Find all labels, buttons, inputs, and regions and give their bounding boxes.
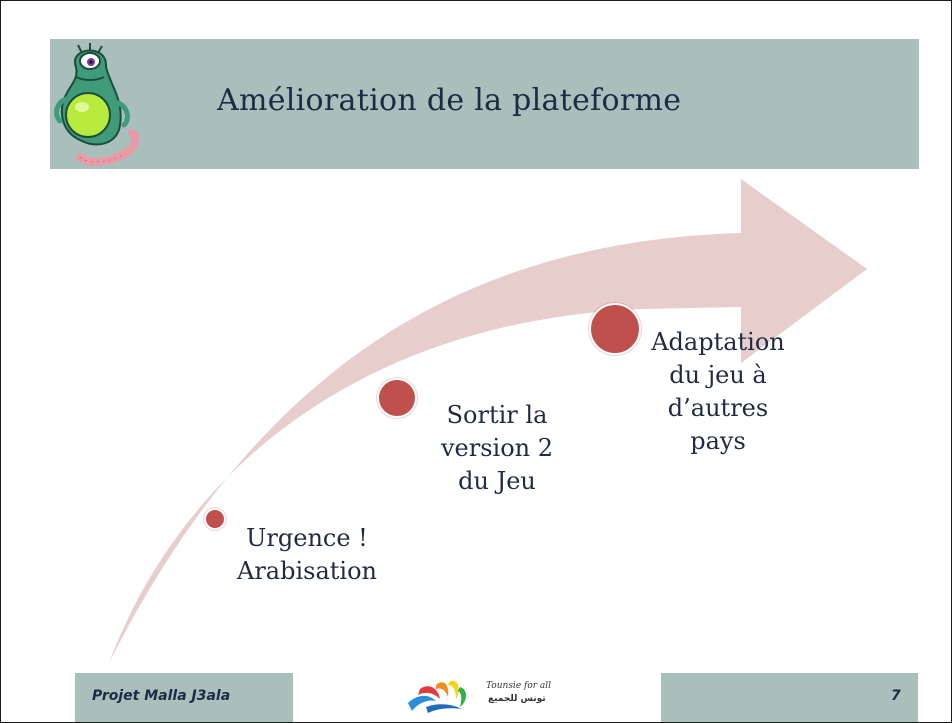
step-1-line-1: Urgence ! — [246, 524, 368, 552]
step-1-line-2: Arabisation — [236, 557, 377, 585]
step-2-line-3: du Jeu — [458, 467, 536, 495]
step-2-line-2: version 2 — [440, 434, 554, 462]
logo-text-latin: Tounsie for all — [486, 681, 552, 691]
slide-title: Amélioration de la plateforme — [217, 83, 682, 118]
step-marker-2 — [377, 378, 417, 418]
footer-left-band — [75, 673, 293, 722]
step-3-line-1: Adaptation — [651, 328, 785, 356]
footer-right-band — [661, 673, 918, 722]
footer-project-name: Projet Malla J3ala — [92, 688, 231, 704]
step-3-line-4: pays — [690, 427, 746, 455]
page-number: 7 — [891, 688, 901, 704]
mascot-monster-icon — [54, 43, 140, 166]
header-band — [50, 39, 919, 169]
step-3-line-3: d’autres — [667, 394, 769, 422]
step-2-line-1: Sortir la — [446, 401, 548, 429]
step-label-3: Adaptation du jeu à d’autres pays — [632, 326, 804, 458]
logo-text-arabic: تونس للجميع — [488, 694, 546, 704]
tounsie-logo-icon — [408, 680, 466, 713]
step-3-line-2: du jeu à — [669, 361, 767, 389]
step-marker-3 — [589, 303, 641, 355]
step-label-1: Urgence ! Arabisation — [217, 522, 397, 588]
step-marker-1 — [204, 508, 226, 530]
step-label-2: Sortir la version 2 du Jeu — [417, 399, 577, 498]
